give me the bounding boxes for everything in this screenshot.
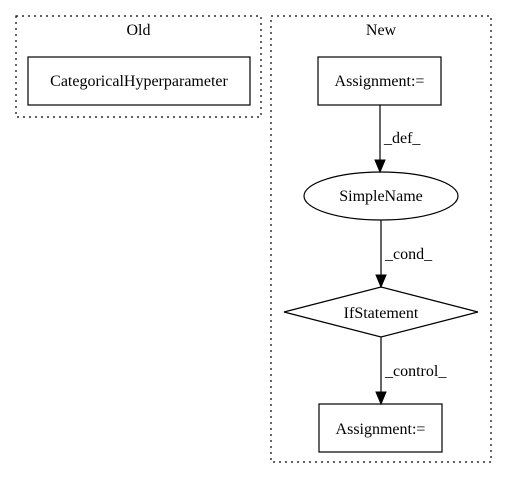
edge-control: _control_ (375, 337, 447, 406)
edge-cond: _cond_ (375, 220, 433, 289)
node-simplename[interactable]: SimpleName (303, 171, 459, 221)
edge-control-label: _control_ (384, 363, 447, 380)
edge-cond-label: _cond_ (384, 246, 433, 263)
edge-cond-arrowhead (375, 274, 387, 289)
cluster-new: New (270, 15, 492, 463)
node-ifstatement-label: IfStatement (344, 305, 419, 322)
node-assignment-top[interactable]: Assignment:= (317, 56, 442, 106)
cluster-old: Old (15, 15, 262, 118)
cluster-new-border (270, 15, 492, 463)
node-simplename-label: SimpleName (339, 188, 423, 205)
node-categorical-hyperparameter[interactable]: CategoricalHyperparameter (27, 56, 251, 106)
node-categorical-label: CategoricalHyperparameter (50, 73, 228, 90)
edge-def-arrowhead (374, 159, 386, 174)
node-assignment-top-box (317, 56, 442, 106)
cluster-old-border (15, 15, 262, 118)
node-assignment-top-label: Assignment:= (335, 73, 425, 90)
node-assignment-bottom-label: Assignment:= (336, 421, 426, 438)
edge-def-label: _def_ (383, 130, 421, 147)
node-categorical-box (27, 56, 251, 106)
cluster-new-label: New (366, 22, 397, 39)
node-assignment-bottom[interactable]: Assignment:= (318, 403, 443, 453)
node-ifstatement[interactable]: IfStatement (283, 286, 479, 338)
edge-control-arrowhead (375, 391, 387, 406)
cluster-old-label: Old (127, 22, 151, 39)
edge-def: _def_ (374, 105, 421, 174)
